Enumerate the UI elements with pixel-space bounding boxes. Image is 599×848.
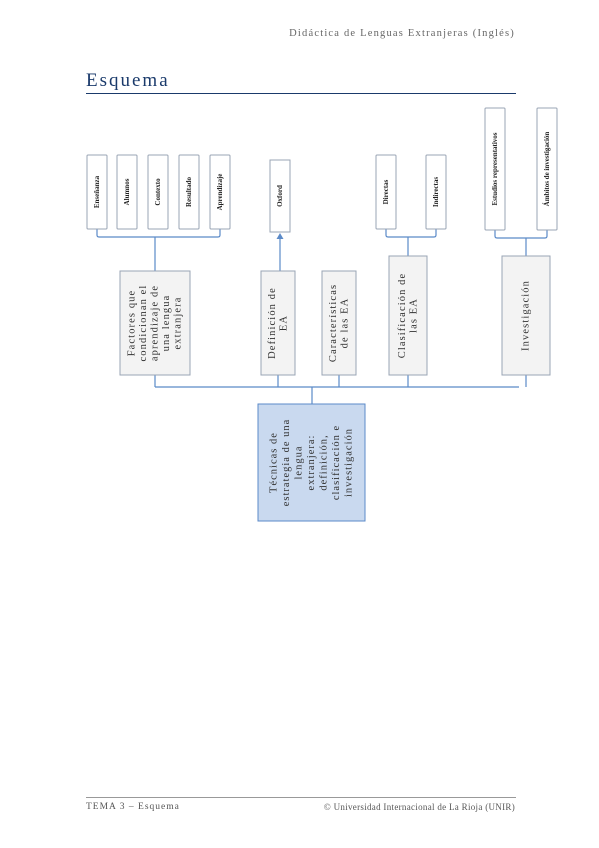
child-box-text-line: Oxford: [276, 185, 284, 207]
child-box: Estudios representativos: [484, 107, 506, 231]
child-box: Directas: [375, 154, 397, 230]
branch-box-frame: [260, 270, 296, 376]
child-box-label: Estudios representativos: [491, 132, 499, 205]
branch-box-frame: [321, 270, 357, 376]
child-box-label: Indirectas: [432, 177, 440, 207]
child-box-frame: [116, 154, 138, 230]
course-header: Didáctica de Lenguas Extranjeras (Inglés…: [289, 28, 515, 39]
child-box-frame: [425, 154, 447, 230]
root-box-text-line: extranjera:: [306, 435, 317, 491]
branch-box-text-line: Factores que: [127, 290, 138, 357]
connector-lines: [96, 229, 548, 404]
child-box-label: Directas: [382, 179, 390, 204]
branch-box-text-line: de las EA: [339, 298, 350, 349]
child-box-label: Aprendizaje: [216, 174, 224, 211]
footer-copyright: © Universidad Internacional de La Rioja …: [323, 802, 515, 812]
footer-divider: [86, 797, 516, 798]
branch-box-text-line: Características: [328, 284, 339, 362]
child-box-frame: [147, 154, 169, 230]
branch-box-text-line: las EA: [408, 298, 419, 333]
child-box-frame: [375, 154, 397, 230]
child-box-label: Resultado: [185, 177, 193, 207]
branch-box-text-line: condicionan el: [138, 285, 149, 362]
child-bracket: [385, 229, 437, 238]
child-bracket: [494, 230, 548, 239]
child-box-label: Ámbitos de investigación: [543, 132, 551, 207]
branch-box: Investigación: [501, 255, 551, 376]
child-box-label: Enseñanza: [93, 175, 101, 208]
footer-topic: TEMA 3 – Esquema: [86, 802, 180, 812]
branch-box-text-line: Investigación: [521, 280, 532, 351]
root-box-text-line: estrategia de una: [281, 419, 292, 507]
child-box-frame: [484, 107, 506, 231]
root-box-text-line: lengua: [294, 446, 305, 480]
child-box-frame: [536, 107, 558, 231]
page-title: Esquema: [86, 70, 170, 91]
root-box-text-line: investigación: [344, 428, 355, 497]
child-box-frame: [209, 154, 231, 230]
child-box: Aprendizaje: [209, 154, 231, 230]
branch-box-frame: [501, 255, 551, 376]
branch-box-frame: [388, 255, 428, 376]
child-box: Alumnos: [116, 154, 138, 230]
branch-box-text-line: EA: [278, 315, 289, 331]
child-box: Enseñanza: [86, 154, 108, 230]
child-box-label: Contexto: [154, 178, 162, 206]
branch-box-text-line: Definición de: [267, 287, 278, 359]
branch-box-text-line: Clasificación de: [397, 273, 408, 359]
branch-box-text-line: una lengua: [161, 295, 172, 352]
child-box: Ámbitos de investigación: [536, 107, 558, 231]
root-box-text-line: clasificación e: [331, 425, 342, 500]
branch-box-text-line: extranjera: [173, 297, 184, 350]
child-box-frame: [178, 154, 200, 230]
child-box: Oxford: [269, 159, 291, 233]
child-box: Resultado: [178, 154, 200, 230]
root-box-text-line: definición,: [319, 434, 330, 490]
root-box-frame: [257, 403, 366, 522]
root-box-text-line: Técnicas de: [269, 432, 280, 493]
child-box: Indirectas: [425, 154, 447, 230]
child-box-frame: [86, 154, 108, 230]
branch-box-frame: [119, 270, 191, 376]
branch-box-text-line: aprendizaje de: [150, 285, 161, 361]
child-bracket: [96, 229, 221, 238]
child-box: Contexto: [147, 154, 169, 230]
child-box-label: Alumnos: [123, 178, 131, 205]
arrow-head: [276, 233, 284, 239]
title-divider: [86, 93, 516, 94]
child-box-frame: [269, 159, 291, 233]
